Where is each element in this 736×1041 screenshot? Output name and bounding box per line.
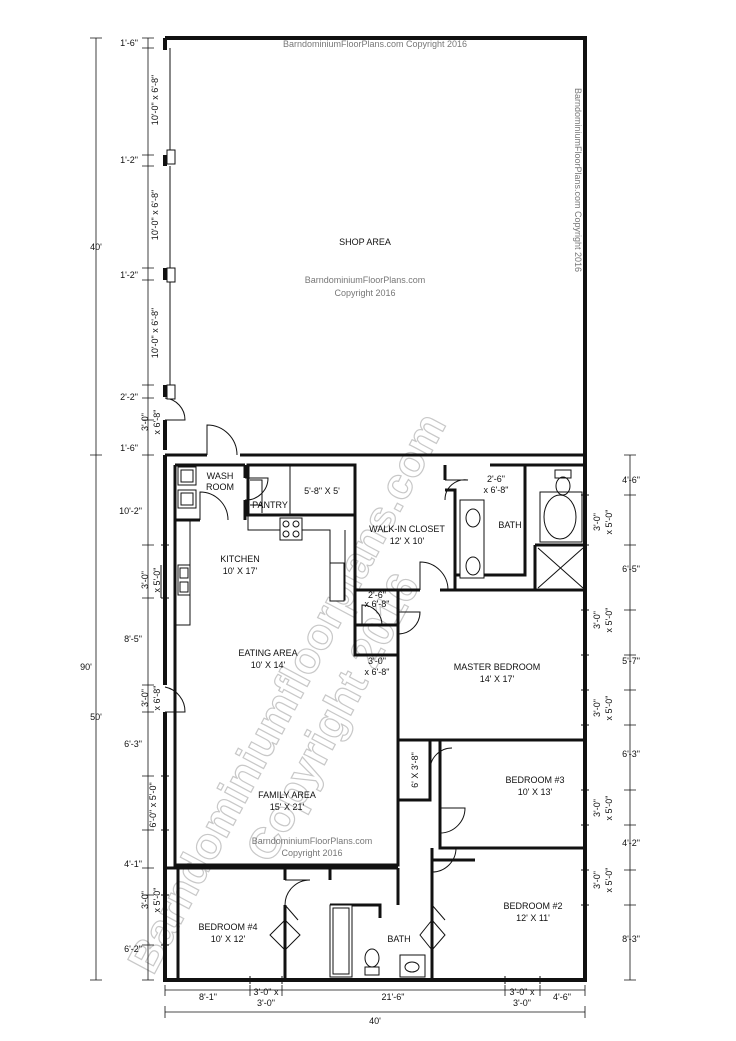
hall-closet-label: 6' X 3'-8" [410, 752, 420, 788]
kitchen-label: KITCHEN [220, 554, 260, 564]
interior-walls [165, 463, 585, 980]
bedroom-2-size: 12' X 11' [516, 913, 550, 923]
dim-house-height: 50' [90, 712, 102, 722]
master-bedroom-size: 14' X 17' [480, 674, 515, 684]
watermark-shop-2: Copyright 2016 [334, 288, 395, 298]
dim-l5: 1'-2" [120, 270, 138, 280]
dim-l11b: x 5'-0" [152, 568, 162, 593]
dim-l17b: x 5'-0" [152, 888, 162, 913]
dim-r4b: x 5'-0" [604, 608, 614, 633]
wash-room-label-1: WASH [207, 471, 234, 481]
master-bath-label: BATH [498, 520, 521, 530]
dim-total-height: 90' [80, 662, 92, 672]
dim-l4: 10'-0" x 6'-8" [150, 190, 160, 240]
master-bedroom-label: MASTER BEDROOM [454, 662, 541, 672]
dim-l11a: 3'-0" [140, 571, 150, 589]
family-area-label: FAMILY AREA [258, 790, 316, 800]
dim-r2a: 3'-0" [592, 513, 602, 531]
watermarks: BarndominiumFloorPlans.com Copyright 201… [252, 39, 583, 858]
dim-r1: 4'-6" [622, 475, 640, 485]
dim-r3: 6'-5" [622, 564, 640, 574]
dim-r9: 4'-2" [622, 838, 640, 848]
fixtures [160, 149, 589, 984]
dim-l12: 8'-5" [124, 634, 142, 644]
dim-l17a: 3'-0" [140, 891, 150, 909]
dim-total-width: 40' [369, 1016, 381, 1026]
dim-l10: 10'-2" [119, 506, 142, 516]
bedroom-3-size: 10' X 13' [518, 787, 553, 797]
dim-r4a: 3'-0" [592, 611, 602, 629]
pantry-label: PANTRY [252, 500, 288, 510]
dim-shop-height: 40' [90, 242, 102, 252]
dim-l3: 1'-2" [120, 155, 138, 165]
dim-l9: 1'-6" [120, 443, 138, 453]
dim-l13b: x 6'-8" [152, 686, 162, 711]
dimension-lines [90, 37, 636, 1018]
dim-l16: 4'-1" [124, 859, 142, 869]
bedroom-4-label: BEDROOM #4 [198, 922, 257, 932]
dim-r8b: x 5'-0" [604, 796, 614, 821]
eating-area-size: 10' X 14' [251, 660, 286, 670]
closet-door-label-2: x 6'-8" [484, 485, 509, 495]
dim-l13a: 3'-0" [140, 689, 150, 707]
dim-l15: 6'-0" x 5'-0" [148, 782, 158, 827]
family-area-size: 15' X 21' [270, 802, 305, 812]
wash-room-label-2: ROOM [206, 482, 234, 492]
bottom-dimension-labels: 8'-1" 3'-0" x 3'-0" 21'-6" 3'-0" x 3'-0"… [199, 987, 571, 1026]
eating-area-label: EATING AREA [238, 648, 297, 658]
walk-in-closet-label: WALK-IN CLOSET [369, 524, 445, 534]
kitchen-size: 10' X 17' [223, 566, 258, 576]
shop-area-label: SHOP AREA [339, 237, 391, 247]
dim-l14: 6'-3" [124, 739, 142, 749]
doors [164, 397, 469, 951]
dim-b2b: 3'-0" [257, 998, 275, 1008]
watermark-shop-1: BarndominiumFloorPlans.com [305, 275, 426, 285]
watermark-side: BarndominiumFloorPlans.com Copyright 201… [573, 88, 583, 272]
bedroom-3-label: BEDROOM #3 [505, 775, 564, 785]
dim-r6a: 3'-0" [592, 699, 602, 717]
master-door-label-2: x 6'-8" [365, 667, 390, 677]
dim-l2: 10'-0" x 6'-8" [150, 75, 160, 125]
dim-r5: 5'-7" [622, 656, 640, 666]
room-labels: SHOP AREA WASH ROOM PANTRY 5'-8" X 5' KI… [198, 237, 564, 944]
dim-l8a: 3'-0" [140, 413, 150, 431]
dim-l7: 2'-2" [120, 392, 138, 402]
dim-b4a: 3'-0" x [510, 987, 535, 997]
dim-r7: 6'-3" [622, 749, 640, 759]
dim-b1: 8'-1" [199, 992, 217, 1002]
dim-r8a: 3'-0" [592, 799, 602, 817]
bedroom-2-label: BEDROOM #2 [503, 901, 562, 911]
outer-walls [163, 36, 587, 982]
small-room-label: 5'-8" X 5' [304, 486, 340, 496]
watermark-top: BarndominiumFloorPlans.com Copyright 201… [283, 39, 467, 49]
hall-bath-label: BATH [387, 934, 410, 944]
dim-r10b: x 5'-0" [604, 868, 614, 893]
closet-door-label-1: 2'-6" [487, 474, 505, 484]
dim-l8b: x 6'-8" [152, 410, 162, 435]
dim-b3: 21'-6" [382, 992, 405, 1002]
dim-b2a: 3'-0" x [254, 987, 279, 997]
dim-r11: 8'-3" [622, 934, 640, 944]
hall-door-label-2: x 6'-8" [365, 599, 390, 609]
right-dimension-labels: 4'-6" 3'-0" x 5'-0" 6'-5" 3'-0" x 5'-0" … [592, 475, 640, 944]
dim-b5: 4'-6" [553, 992, 571, 1002]
dim-b4b: 3'-0" [513, 998, 531, 1008]
walk-in-closet-size: 12' X 10' [390, 536, 425, 546]
left-dimension-labels: 90' 40' 50' 1'-6" 10'-0" x 6'-8" 1'-2" 1… [80, 38, 162, 954]
dim-l18: 6'-2" [124, 944, 142, 954]
watermark-family-1: BarndominiumFloorPlans.com [252, 836, 373, 846]
dim-r6b: x 5'-0" [604, 696, 614, 721]
bedroom-4-size: 10' X 12' [211, 934, 246, 944]
watermark-family-2: Copyright 2016 [281, 848, 342, 858]
master-door-label-1: 3'-0" [368, 656, 386, 666]
dim-l6: 10'-0" x 6'-8" [150, 308, 160, 358]
dim-r10a: 3'-0" [592, 871, 602, 889]
dim-l1: 1'-6" [120, 38, 138, 48]
dim-r2b: x 5'-0" [604, 510, 614, 535]
hall-door-label-1: 2'-6" [368, 590, 386, 600]
